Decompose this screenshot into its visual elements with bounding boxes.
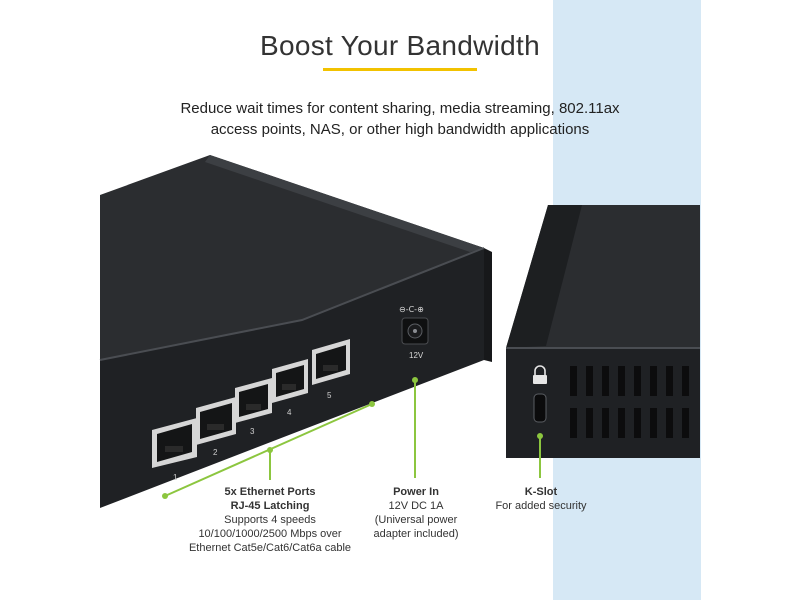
port-number-4: 2 xyxy=(213,448,218,457)
ethernet-port-5 xyxy=(152,418,197,468)
caption-ethernet-line-1: Supports 4 speeds xyxy=(224,514,316,526)
caption-ethernet-title-2: RJ-45 Latching xyxy=(230,500,310,512)
port-number-5: 1 xyxy=(173,473,178,482)
lock-icon xyxy=(533,365,547,384)
page-title: Boost Your Bandwidth xyxy=(260,30,540,61)
caption-k-slot: K-Slot For added security xyxy=(486,485,596,513)
port-number-2: 4 xyxy=(287,408,292,417)
power-voltage-label: 12V xyxy=(409,351,424,360)
port-number-1: 5 xyxy=(327,391,332,400)
ethernet-port-3 xyxy=(235,378,272,423)
power-polarity-symbol: ⊖-C-⊕ xyxy=(399,305,424,314)
k-slot xyxy=(533,393,547,423)
port-number-3: 3 xyxy=(250,427,255,436)
subtitle-line-1: Reduce wait times for content sharing, m… xyxy=(180,100,620,117)
caption-power-in: Power In 12V DC 1A (Universal power adap… xyxy=(360,485,472,541)
caption-kslot-title: K-Slot xyxy=(524,486,558,498)
callout-ethernet-dot xyxy=(162,493,168,499)
caption-power-line-3: adapter included) xyxy=(373,528,459,540)
title-underline xyxy=(323,68,477,71)
switch-top-surface xyxy=(100,155,484,360)
callout-ethernet-dot-mid xyxy=(267,447,273,453)
caption-power-line-2: (Universal power xyxy=(374,514,458,526)
ethernet-port-2 xyxy=(272,359,308,403)
vent-slots xyxy=(570,366,689,438)
caption-power-line-1: 12V DC 1A xyxy=(388,500,444,512)
caption-kslot-line-1: For added security xyxy=(495,500,587,512)
callout-power-dot xyxy=(412,377,418,383)
callout-ethernet-dot-end xyxy=(369,401,375,407)
ethernet-port-4 xyxy=(196,397,236,445)
caption-power-title: Power In xyxy=(393,486,439,498)
caption-ethernet-line-3: Ethernet Cat5e/Cat6/Cat6a cable xyxy=(188,542,352,554)
subtitle-line-2: access points, NAS, or other high bandwi… xyxy=(210,121,590,138)
ethernet-port-1 xyxy=(312,339,350,385)
caption-ethernet-ports: 5x Ethernet Ports RJ-45 Latching Support… xyxy=(180,485,360,555)
power-jack xyxy=(401,317,429,345)
subtitle: Reduce wait times for content sharing, m… xyxy=(150,98,650,140)
caption-ethernet-line-2: 10/100/1000/2500 Mbps over xyxy=(198,528,342,540)
caption-ethernet-title-1: 5x Ethernet Ports xyxy=(224,486,316,498)
callout-kslot-dot xyxy=(537,433,543,439)
